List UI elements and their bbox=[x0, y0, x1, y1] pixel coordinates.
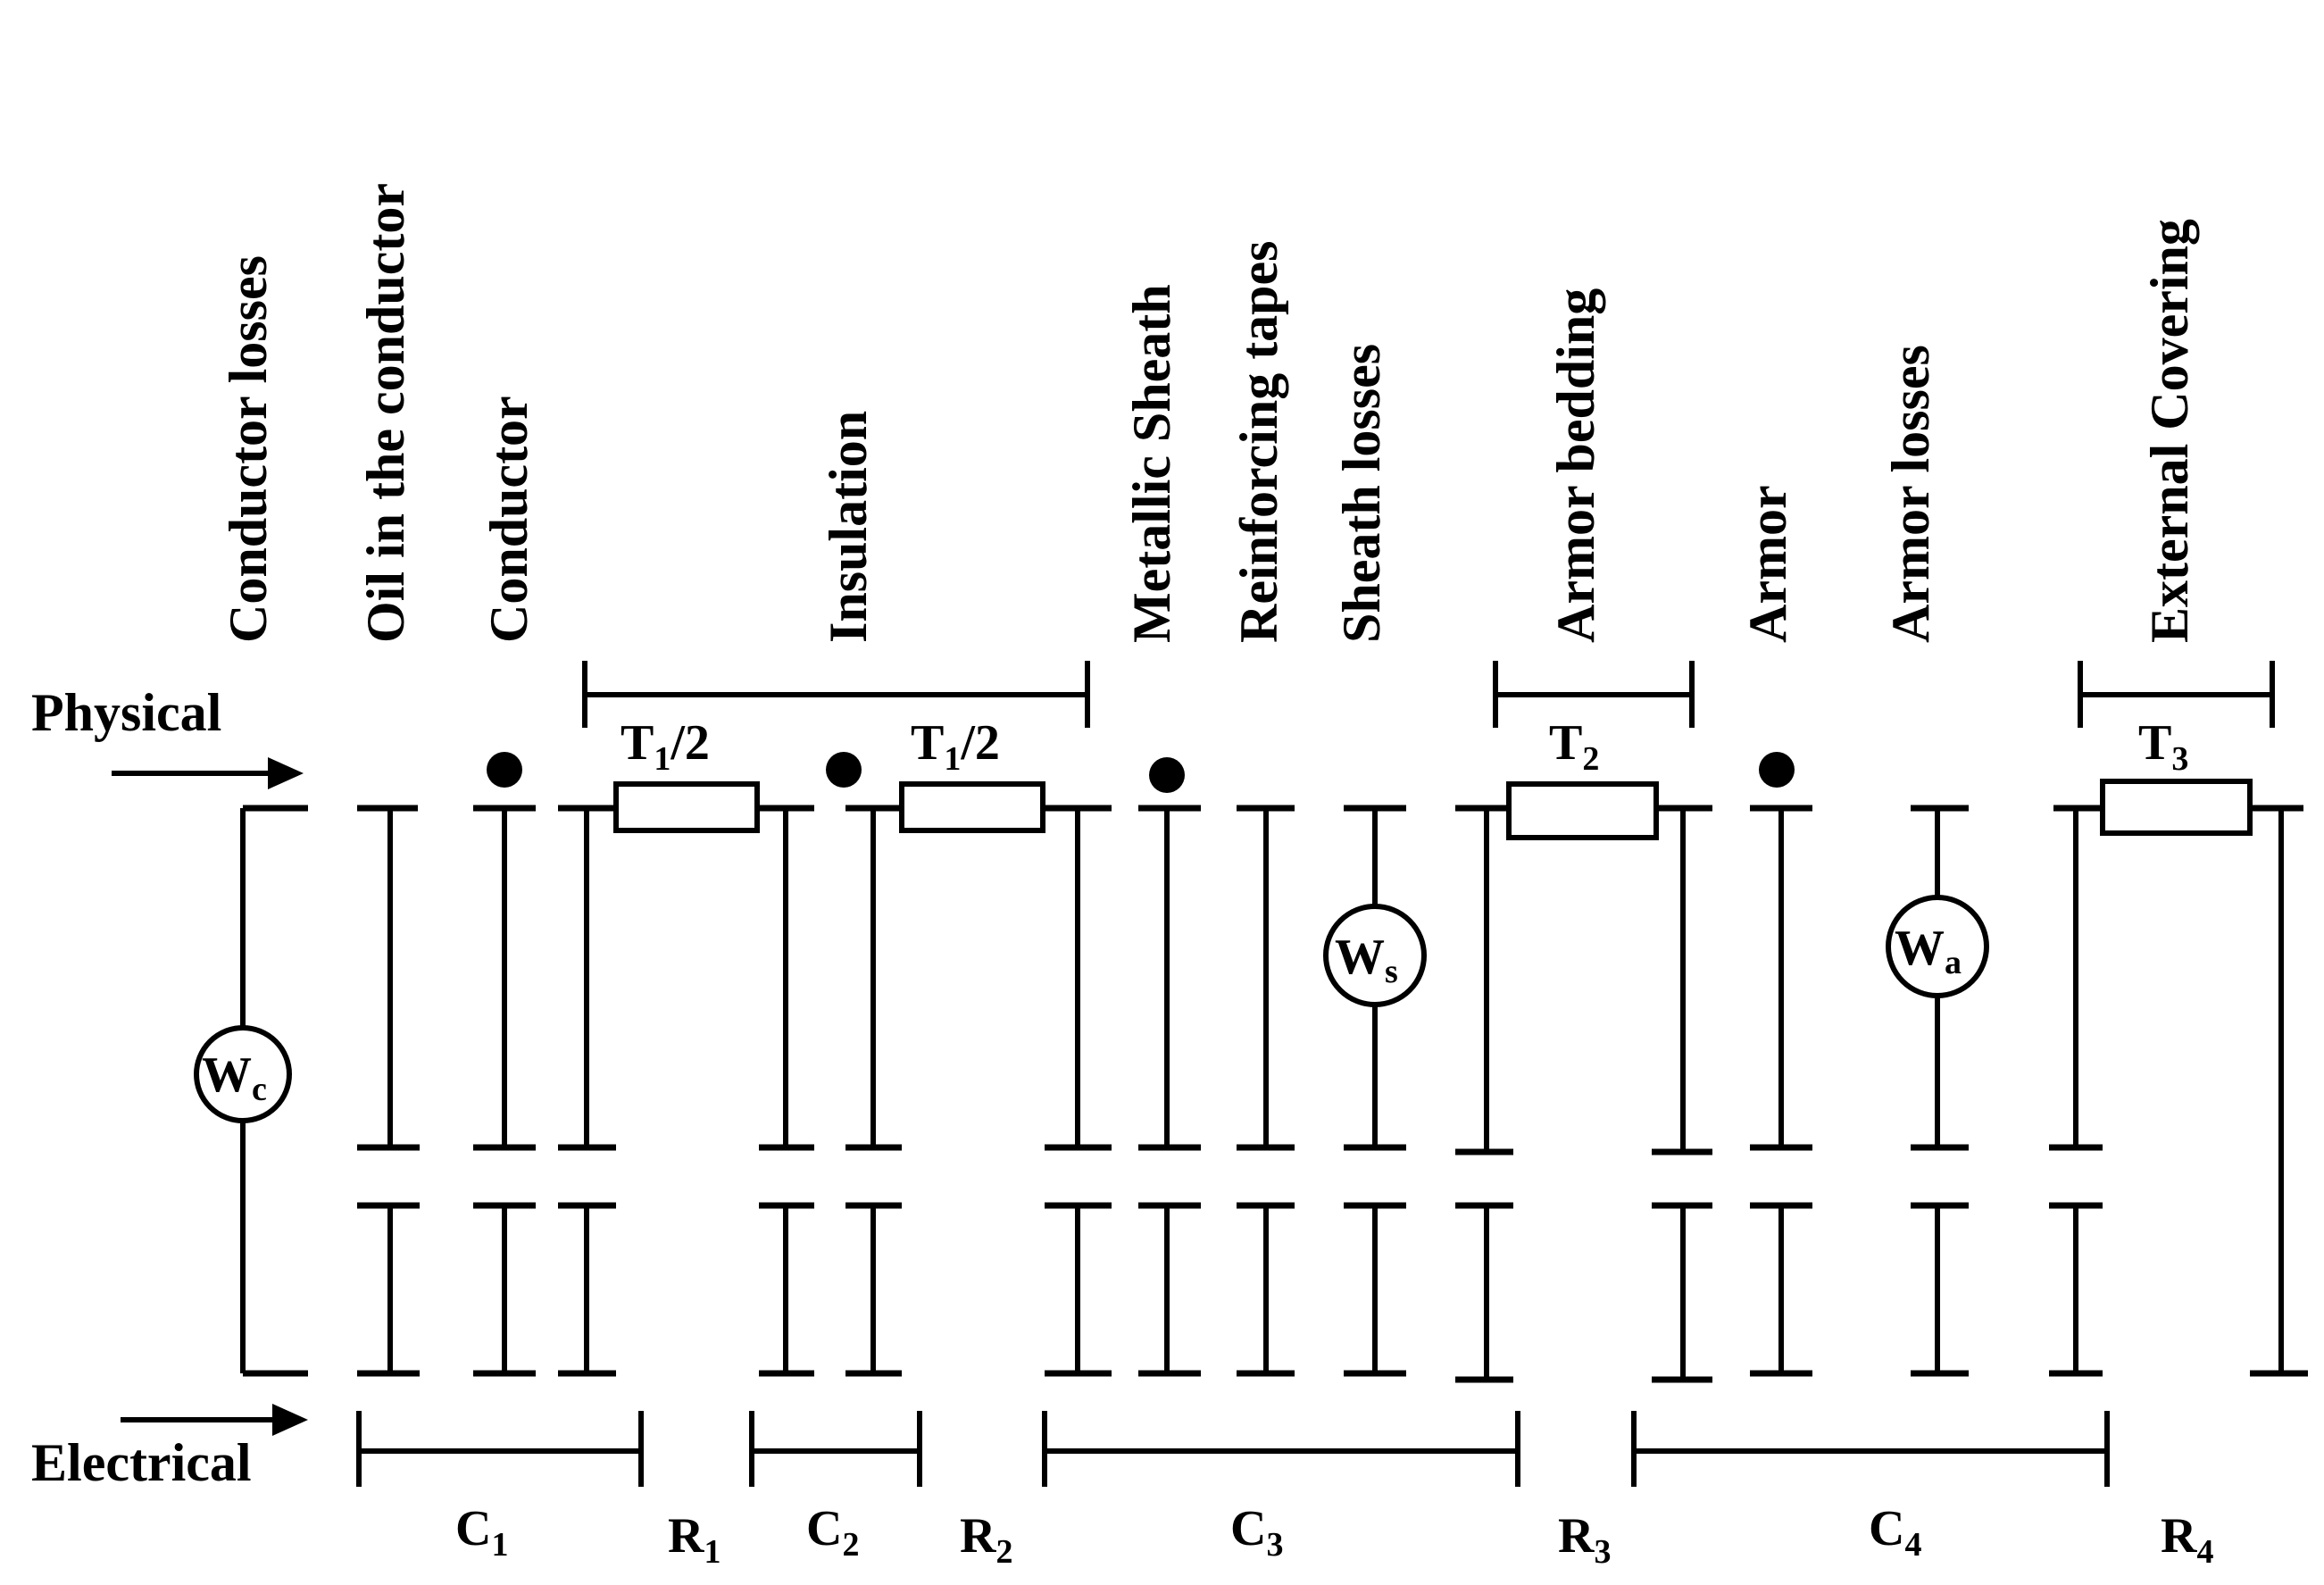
capacitor-conductor bbox=[473, 808, 536, 1377]
capacitor-insulation-right bbox=[1045, 808, 1112, 1377]
label-armor-bedding: Armor bedding bbox=[1546, 288, 1605, 643]
physical-arrow-icon bbox=[268, 757, 304, 789]
label-ws: Ws bbox=[1335, 930, 1398, 990]
bracket-insulation bbox=[582, 661, 1090, 728]
thermal-resistor-t1-second bbox=[873, 781, 1087, 833]
capacitor-insulation-left bbox=[558, 808, 616, 1377]
source-wa-circle bbox=[1886, 895, 1989, 998]
resistor-labels: T1/2 T1/2 T2 T3 bbox=[621, 715, 2188, 778]
capacitor-metallic-sheath bbox=[1138, 808, 1201, 1377]
label-sheath-losses: Sheath losses bbox=[1332, 344, 1391, 643]
label-c2: C2 bbox=[806, 1501, 859, 1564]
label-r2: R2 bbox=[960, 1508, 1012, 1571]
column-labels: Conductor losses Oil in the conductor Co… bbox=[219, 183, 2199, 643]
label-oil-in-conductor: Oil in the conductor bbox=[356, 183, 415, 643]
capacitor-armor-bedding-right bbox=[1652, 808, 1712, 1383]
node-dot-armor bbox=[1759, 752, 1795, 788]
ambient-rail bbox=[2250, 808, 2308, 1377]
label-r3: R3 bbox=[1558, 1508, 1611, 1571]
thermal-resistor-t1-first bbox=[585, 781, 786, 833]
label-t1-second: T1/2 bbox=[911, 715, 1000, 778]
node-dots bbox=[487, 752, 1795, 793]
label-wa: Wa bbox=[1895, 921, 1962, 981]
capacitor-stack bbox=[357, 808, 2308, 1383]
label-external-covering: External Covering bbox=[2140, 219, 2199, 643]
bracket-c1 bbox=[356, 1411, 644, 1487]
heat-source-wa: Wa bbox=[1886, 808, 1989, 1377]
node-dot-insulation bbox=[826, 752, 862, 788]
bracket-armor-bedding bbox=[1493, 661, 1695, 728]
label-r1: R1 bbox=[668, 1508, 721, 1571]
resistor-t1-first-box bbox=[613, 781, 760, 833]
thermal-resistor-t3 bbox=[2076, 779, 2286, 836]
label-c3: C3 bbox=[1230, 1501, 1283, 1564]
label-conductor: Conductor bbox=[479, 396, 538, 643]
label-t3: T3 bbox=[2138, 715, 2188, 778]
capacitor-insulation-mid-b bbox=[845, 808, 902, 1377]
label-metallic-sheath: Metallic Sheath bbox=[1122, 284, 1181, 643]
label-insulation: Insulation bbox=[819, 411, 878, 643]
resistor-t2-box bbox=[1506, 781, 1659, 840]
bracket-c2 bbox=[749, 1411, 922, 1487]
physical-indicator: Physical bbox=[31, 683, 304, 789]
electrical-labels: C1 R1 C2 R2 C3 R3 C4 R4 bbox=[455, 1501, 2213, 1571]
thermal-resistor-t2 bbox=[1487, 781, 1683, 840]
capacitor-oil bbox=[357, 808, 420, 1377]
bracket-external-covering bbox=[2078, 661, 2275, 728]
label-r4: R4 bbox=[2161, 1508, 2213, 1571]
label-armor-losses: Armor losses bbox=[1881, 345, 1940, 643]
node-dot-conductor bbox=[487, 752, 522, 788]
label-conductor-losses: Conductor losses bbox=[219, 255, 278, 643]
electrical-arrow-icon bbox=[272, 1404, 308, 1436]
capacitor-external-covering bbox=[2049, 808, 2103, 1377]
electrical-brackets bbox=[356, 1411, 2110, 1487]
physical-label: Physical bbox=[31, 683, 221, 742]
heat-source-wc: Wc bbox=[194, 808, 308, 1377]
capacitor-reinforcing-tapes bbox=[1237, 808, 1295, 1377]
capacitor-insulation-mid-a bbox=[759, 808, 814, 1377]
label-reinforcing-tapes: Reinforcing tapes bbox=[1229, 240, 1288, 643]
capacitor-armor-bedding-left bbox=[1455, 808, 1513, 1383]
heat-source-ws: Ws bbox=[1323, 808, 1427, 1377]
electrical-indicator: Electrical bbox=[31, 1404, 308, 1492]
bracket-c4 bbox=[1631, 1411, 2110, 1487]
label-wc: Wc bbox=[202, 1047, 267, 1108]
label-c4: C4 bbox=[1869, 1501, 1921, 1564]
physical-brackets bbox=[582, 661, 2275, 728]
source-ws-circle bbox=[1323, 904, 1427, 1007]
electrical-label: Electrical bbox=[31, 1433, 252, 1492]
label-t1-first: T1/2 bbox=[621, 715, 710, 778]
label-armor: Armor bbox=[1738, 485, 1797, 643]
resistor-t3-box bbox=[2100, 779, 2253, 836]
bracket-c3 bbox=[1042, 1411, 1520, 1487]
label-t2: T2 bbox=[1549, 715, 1599, 778]
node-dot-metallic-sheath bbox=[1149, 757, 1185, 793]
source-wc-circle bbox=[194, 1025, 292, 1123]
label-c1: C1 bbox=[455, 1501, 508, 1564]
capacitor-armor bbox=[1750, 808, 1812, 1377]
resistor-t1-second-box bbox=[899, 781, 1045, 833]
